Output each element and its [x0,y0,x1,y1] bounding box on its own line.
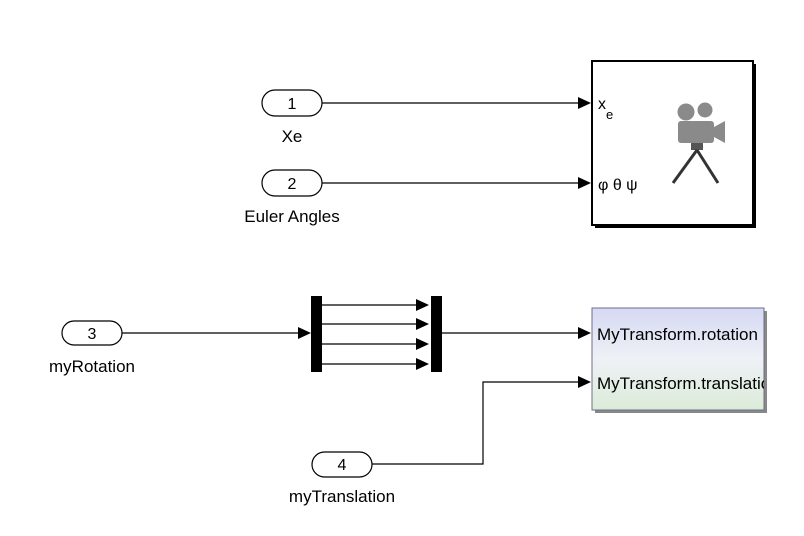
tripod-leg-right [695,149,720,184]
camera-block-frame[interactable] [591,60,754,226]
demux-block[interactable] [311,296,322,372]
movie-camera-icon [671,102,725,184]
arrowhead-camera-angles [578,177,591,189]
camera-lens [714,121,725,143]
vr-input-rotation: MyTransform.rotation [597,325,758,344]
signal-line-4[interactable] [372,381,578,465]
camera-reel-left [677,103,695,121]
tripod-leg-left [671,149,699,184]
arrowhead-camera-xe [578,97,591,109]
inport-1-number: 1 [288,96,297,113]
arrowhead-mux-in-3 [416,338,429,350]
inport-2[interactable]: 2 [261,169,323,197]
arrowhead-mux-in-4 [416,358,429,370]
vr-transform-block[interactable]: MyTransform.rotation MyTransform.transla… [591,307,780,413]
arrowheads [298,97,591,388]
arrowhead-mux-in-2 [416,318,429,330]
camera-mount [691,143,703,150]
inport-4-number: 4 [338,457,347,474]
inport-3-name: myRotation [49,357,135,376]
camera-body [678,121,714,143]
inport-4-name: myTranslation [289,487,395,506]
arrowhead-vr-translation [578,376,591,388]
inport-2-name: Euler Angles [244,207,339,226]
inport-2-number: 2 [288,176,297,193]
camera-block[interactable]: xe φ θ ψ [591,60,756,228]
inport-3[interactable]: 3 [61,320,123,346]
camera-input-xe: xe [598,96,613,122]
camera-input-angles: φ θ ψ [598,177,638,194]
inport-1-name: Xe [282,127,303,146]
signal-lines [122,102,578,465]
inport-4[interactable]: 4 [311,451,373,478]
arrowhead-mux-in-1 [416,299,429,311]
arrowhead-vr-rotation [578,327,591,339]
camera-input-x-subscript: e [606,107,613,122]
inport-1[interactable]: 1 [261,89,323,117]
inport-3-number: 3 [88,326,97,343]
vr-input-translation: MyTransform.translation [597,374,780,393]
arrowhead-demux-in [298,327,311,339]
vr-transform-frame[interactable] [591,307,765,411]
camera-input-x: x [598,96,606,113]
camera-reel-right [697,102,713,118]
mux-block[interactable] [431,296,442,372]
